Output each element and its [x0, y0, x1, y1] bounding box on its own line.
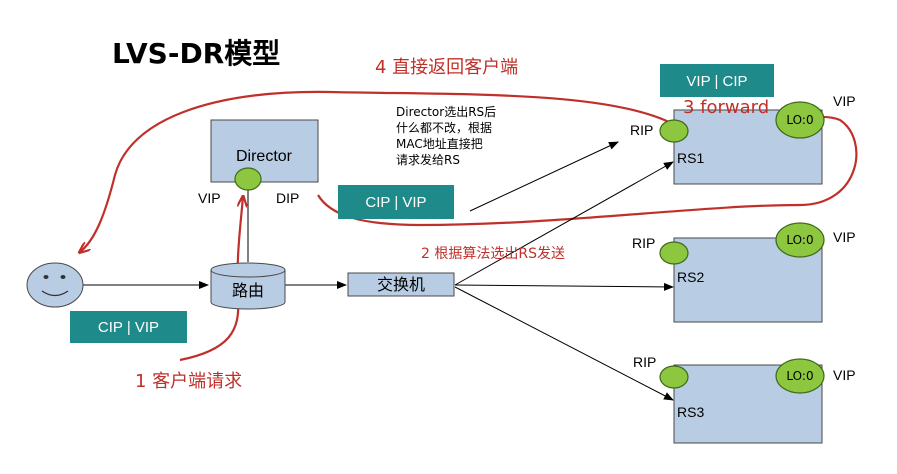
director-dip-label: DIP [276, 190, 299, 206]
return-path-curve [80, 90, 681, 252]
note-line: Director选出RS后 [396, 105, 496, 119]
rs3-rip-node[interactable] [659, 365, 689, 389]
rs3-vip-label: VIP [833, 367, 856, 383]
client-packet-badge [70, 311, 187, 343]
switch-to-rs1-line [454, 161, 674, 286]
note-arrow [469, 141, 619, 212]
director-vip-node[interactable] [234, 167, 262, 191]
switch-box[interactable] [347, 272, 455, 297]
step4-label: 4 直接返回客户端 [375, 57, 518, 78]
rs1-lo-label: LO:0 [786, 113, 813, 127]
reply-packet-badge [660, 64, 774, 97]
rs2-lo-node[interactable] [775, 222, 825, 258]
switch-to-rs2-line [454, 282, 674, 291]
director-box[interactable] [210, 119, 319, 183]
rs2-rip-node[interactable] [659, 241, 689, 265]
client-icon[interactable] [26, 262, 84, 308]
note-line: 什么都不改，根据 [396, 121, 492, 135]
note-line: 请求发给RS [396, 152, 460, 167]
director-packet-label: CIP | VIP [365, 194, 426, 211]
client-packet-label: CIP | VIP [98, 319, 159, 336]
forward-path-curve [317, 115, 858, 227]
director-packet-badge [338, 185, 454, 219]
rs1-name: RS1 [677, 150, 704, 166]
step1-label: 1 客户端请求 [135, 371, 242, 392]
rs3-lo-node[interactable] [775, 358, 825, 394]
real-server-rs1[interactable] [659, 101, 825, 185]
rs3-name: RS3 [677, 404, 704, 420]
router-icon[interactable] [210, 262, 286, 310]
director-note: Director选出RS后 什么都不改，根据 MAC地址直接把 请求发给RS [396, 105, 496, 167]
real-server-rs2[interactable] [659, 222, 825, 323]
switch-to-rs3-line [454, 286, 674, 401]
step3-label: 3 forward [683, 97, 769, 118]
diagram-title: LVS-DR模型 [112, 37, 280, 70]
rs1-rip-label: RIP [630, 122, 653, 138]
rs2-vip-label: VIP [833, 229, 856, 245]
director-vip-label: VIP [198, 190, 221, 206]
step2-label: 2 根据算法选出RS发送 [421, 246, 565, 262]
rs3-lo-label: LO:0 [786, 369, 813, 383]
router-label: 路由 [232, 282, 264, 300]
reply-packet-label: VIP | CIP [686, 73, 747, 90]
rs2-name: RS2 [677, 269, 704, 285]
note-line: MAC地址直接把 [396, 136, 483, 151]
switch-label: 交换机 [377, 276, 425, 294]
real-server-rs3[interactable] [659, 358, 825, 444]
rs2-rip-label: RIP [632, 235, 655, 251]
rs1-vip-label: VIP [833, 93, 856, 109]
rs2-lo-label: LO:0 [786, 233, 813, 247]
rs3-rip-label: RIP [633, 354, 656, 370]
rs1-rip-node[interactable] [659, 119, 689, 143]
rs1-lo-node[interactable] [775, 101, 825, 139]
director-label: Director [236, 148, 293, 165]
